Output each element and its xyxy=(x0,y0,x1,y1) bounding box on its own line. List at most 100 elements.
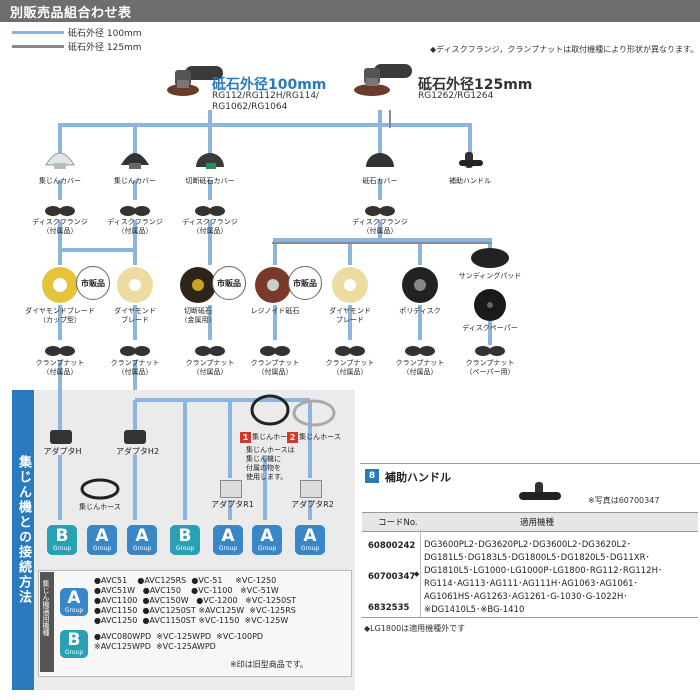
group-b-list-0: ●AVC080WPD ※VC-125WPD ※VC-100PD xyxy=(94,632,264,641)
row3-label-0: ダイヤモンドブレード （カップ型） xyxy=(25,307,95,324)
diamond-blade-icon xyxy=(115,265,155,305)
group-letter: A xyxy=(95,526,109,546)
row3-label-4: ダイヤモンド ブレード xyxy=(329,307,371,324)
dust-models-side xyxy=(40,572,54,672)
hose-label-2: 集じんホース xyxy=(299,433,341,441)
grinder-icon xyxy=(354,64,412,96)
row3-label-3: レジノイド砥石 xyxy=(250,307,300,315)
group-word: Group xyxy=(175,545,195,552)
wheel-cover-icon xyxy=(362,145,398,171)
handle-title: 補助ハンドル xyxy=(385,471,451,484)
flange-icon xyxy=(194,203,226,217)
grinder-100-models: RG112/RG112H/RG114/ RG1062/RG1064 xyxy=(212,91,320,112)
handle-table-header xyxy=(362,512,698,532)
adapter-h-icon xyxy=(50,430,72,444)
commercial-badge: 市販品 xyxy=(76,266,110,300)
legend-line-100 xyxy=(12,31,64,34)
group-word: Group xyxy=(300,545,320,552)
dust-models-box xyxy=(38,570,352,677)
group-a-list-2: ●AVC1100 ●AVC150W ●VC-1200 ※VC-1250ST xyxy=(94,596,297,605)
clamp-nut-icon xyxy=(259,343,291,357)
group-word: Group xyxy=(132,545,152,552)
hose-num-1: 1 xyxy=(240,432,251,443)
disc-paper-icon xyxy=(470,288,510,322)
legend-label-125: 砥石外径 125mm xyxy=(68,43,142,53)
side-handle-photo xyxy=(515,480,565,506)
row4-label-4: クランプナット （付属品） xyxy=(325,359,375,376)
handle-top-rule xyxy=(360,463,700,464)
cutting-cover-icon xyxy=(192,145,228,171)
sanding-pad-icon xyxy=(470,242,510,270)
cutting-wheel-icon xyxy=(178,265,218,305)
hose-left-label: 集じんホース xyxy=(79,503,121,511)
adapter-label-2: アダプタR1 xyxy=(211,500,254,509)
row2-label-2: ディスクフランジ （付属品） xyxy=(182,218,238,235)
row1-label-3: 砥石カバー xyxy=(362,177,398,185)
handle-col-divider xyxy=(420,530,421,617)
group-letter: B xyxy=(178,526,192,546)
group-letter: A xyxy=(221,526,235,546)
side-handle-icon xyxy=(455,150,487,170)
hose-1-icon xyxy=(250,393,290,427)
clamp-nut-icon xyxy=(119,343,151,357)
row3-label-7: ディスクペーパー xyxy=(462,324,518,332)
adapter-r2-icon xyxy=(300,480,322,498)
grinder-icon xyxy=(167,66,223,96)
group-word: Group xyxy=(218,545,238,552)
clamp-nut-icon xyxy=(334,343,366,357)
legend-label-100: 砥石外径 100mm xyxy=(68,29,142,39)
row4-label-1: クランプナット （付属品） xyxy=(110,359,160,376)
page-title: 別販売品組合わせ表 xyxy=(10,6,132,21)
side-label: 集じん機との接続方法 xyxy=(16,455,31,605)
flange-icon xyxy=(44,203,76,217)
code-1-mark: ◆ xyxy=(414,570,420,578)
group-letter: A xyxy=(135,526,149,546)
group-a-list-0: ●AVC51 ●AVC125RS ●VC-51 ※VC-1250 xyxy=(94,576,277,585)
header-bar xyxy=(0,0,700,22)
side-bar xyxy=(12,390,34,690)
row1-label-1: 集じんカバー xyxy=(114,177,156,185)
hose-2-icon xyxy=(292,398,336,428)
row3-label-5: ポリディスク xyxy=(399,307,441,315)
row1-label-4: 補助ハンドル xyxy=(449,177,491,185)
group-word: Group xyxy=(64,607,84,614)
row4-label-5: クランプナット （付属品） xyxy=(395,359,445,376)
group-word: Group xyxy=(92,545,112,552)
hose-icon xyxy=(80,478,120,500)
col-code-header: コードNo. xyxy=(378,518,418,528)
handle-bottom-rule xyxy=(362,617,698,618)
row2-label-1: ディスクフランジ （付属品） xyxy=(107,218,163,235)
grinder-125-image xyxy=(352,56,414,100)
row4-label-3: クランプナット （付属品） xyxy=(250,359,300,376)
hose-label-1: 集じんホース xyxy=(252,433,294,441)
group-word: Group xyxy=(257,545,277,552)
group-a-list-3: ●AVC1150 ●AVC1250ST ※AVC125W ※VC-125RS xyxy=(94,606,296,615)
group-b-list-1: ※AVC125WPD ※VC-125AWPD xyxy=(94,642,216,651)
group-a-list-1: ●AVC51W ●AVC150 ●VC-1100 ※VC-51W xyxy=(94,586,279,595)
hose-num-2: 2 xyxy=(287,432,298,443)
group-letter: A xyxy=(260,526,274,546)
dust-cover-icon xyxy=(117,145,153,171)
models-line-1: DG181L5･DG183L5･DG1800L5･DG1820L5･DG11XR… xyxy=(424,553,650,563)
grinder-125-models: RG1262/RG1264 xyxy=(418,91,494,101)
clamp-nut-icon xyxy=(404,343,436,357)
models-line-5: ※DG1410L5･※BG-1410 xyxy=(424,605,525,615)
clamp-nut-icon xyxy=(194,343,226,357)
code-0: 60800242 xyxy=(368,541,416,551)
row2-label-0: ディスクフランジ （付属品） xyxy=(32,218,88,235)
clamp-nut-icon xyxy=(44,343,76,357)
grinder-100-image xyxy=(165,58,225,100)
photo-note: ※写真は60700347 xyxy=(588,496,660,505)
models-line-3: RG114･AG113･AG111･AG111H･AG1063･AG1061･ xyxy=(424,579,638,589)
code-2: 6832535 xyxy=(368,603,410,613)
resinoid-wheel-icon xyxy=(253,265,293,305)
row2-label-3: ディスクフランジ （付属品） xyxy=(352,218,408,235)
